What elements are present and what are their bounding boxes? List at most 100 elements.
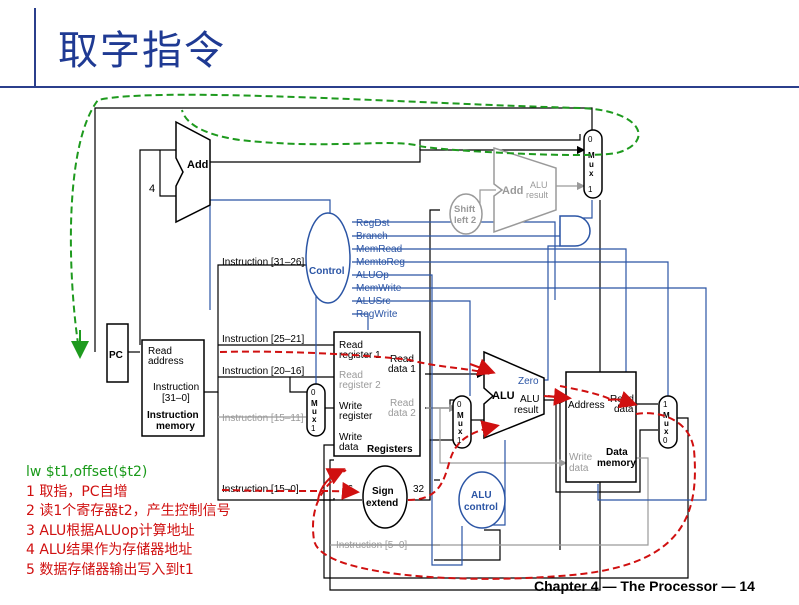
inactive-wires bbox=[218, 181, 649, 546]
data-memory: Address Read data Write data Data memory bbox=[565, 371, 637, 483]
alu-result-2: result bbox=[514, 405, 539, 416]
step-5: 5 数据存储器输出写入到t1 bbox=[26, 561, 194, 578]
mux-reg-x: x bbox=[312, 415, 317, 424]
sign-extend-2: extend bbox=[366, 498, 398, 509]
mux-alu-1: 1 bbox=[457, 436, 462, 445]
and-gate bbox=[559, 215, 591, 247]
sig-alusrc: ALUSrc bbox=[356, 296, 390, 307]
field-25-21: Instruction [25–21] bbox=[222, 334, 304, 345]
mux-top-u: u bbox=[589, 160, 594, 169]
reg-read-reg1-2: register 1 bbox=[339, 350, 381, 361]
dm-write-data-2: data bbox=[569, 463, 589, 474]
constant-four: 4 bbox=[149, 183, 155, 195]
mux-top-0: 0 bbox=[588, 135, 593, 144]
mux-reg-m: M bbox=[311, 399, 318, 408]
step-3: 3 ALU根据ALUop计算地址 bbox=[26, 522, 195, 539]
adder-top: Add 4 bbox=[149, 120, 211, 224]
shift-label-1: Shift bbox=[454, 204, 476, 215]
bits-out: 32 bbox=[413, 484, 425, 495]
dm-address: Address bbox=[568, 400, 605, 411]
sig-memwrite: MemWrite bbox=[356, 283, 402, 294]
shift-label-2: left 2 bbox=[454, 215, 476, 226]
im-instruction-1: Instruction bbox=[153, 382, 199, 393]
alu-control: ALU control bbox=[458, 471, 506, 529]
title-underline bbox=[0, 86, 799, 88]
branch-adder: Add ALU result bbox=[493, 146, 557, 234]
control-unit: Control RegDst Branch MemRead MemtoReg A… bbox=[305, 212, 405, 320]
mux-mem-x: x bbox=[664, 427, 669, 436]
alu: ALU Zero ALU result bbox=[483, 350, 545, 440]
im-read-address-1: Read bbox=[148, 346, 172, 357]
reg-write-data-1: Write bbox=[339, 432, 363, 443]
mux-alu-x: x bbox=[458, 427, 463, 436]
reg-write-data-2: data bbox=[339, 442, 359, 453]
mux-reg-0: 0 bbox=[311, 388, 316, 397]
reg-read-data2-1: Read bbox=[390, 398, 414, 409]
exec-path-arrow-sign bbox=[221, 481, 360, 500]
branch-adder-alu: ALU bbox=[530, 180, 548, 190]
reg-write-reg-1: Write bbox=[339, 401, 363, 412]
instruction-memory: Read address Instruction [31–0] Instruct… bbox=[141, 339, 205, 437]
sign-extend-1: Sign bbox=[372, 486, 394, 497]
mux-top-1: 1 bbox=[588, 185, 593, 194]
mux-mem-m: M bbox=[663, 411, 670, 420]
mux-reg-dst: 0 M u x 1 bbox=[306, 383, 326, 437]
step-1: 1 取指，PC自增 bbox=[26, 483, 128, 500]
exec-path-mem-out bbox=[607, 391, 638, 409]
reg-name: Registers bbox=[367, 444, 413, 455]
branch-adder-label: Add bbox=[502, 185, 523, 197]
im-name-2: memory bbox=[156, 421, 195, 432]
sig-regdst: RegDst bbox=[356, 218, 390, 229]
mux-alu-m: M bbox=[457, 411, 464, 420]
mux-pc-source: 0 M u x 1 bbox=[583, 129, 603, 199]
sig-regwrite: RegWrite bbox=[356, 309, 398, 320]
mux-top-m: M bbox=[588, 151, 595, 160]
mux-top-x: x bbox=[589, 169, 594, 178]
reg-read-reg1-1: Read bbox=[339, 340, 363, 351]
mux-alu-src: 0 M u x 1 bbox=[452, 395, 472, 449]
sig-memtoreg: MemtoReg bbox=[356, 257, 405, 268]
mux-reg-1: 1 bbox=[311, 424, 316, 433]
reg-read-data1-2: data 1 bbox=[388, 364, 416, 375]
mux-mem-u: u bbox=[664, 419, 669, 428]
title-accent-bar bbox=[34, 8, 36, 88]
reg-read-data2-2: data 2 bbox=[388, 408, 416, 419]
dm-name-1: Data bbox=[606, 447, 628, 458]
field-15-0: Instruction [15–0] bbox=[222, 484, 299, 495]
slide-footer: Chapter 4 — The Processor — 14 bbox=[534, 578, 755, 594]
dm-name-2: memory bbox=[597, 458, 636, 469]
register-file: Read register 1 Read register 2 Write re… bbox=[333, 331, 421, 457]
sig-branch: Branch bbox=[356, 231, 388, 242]
sig-aluop: ALUOp bbox=[356, 270, 389, 281]
alu-control-1: ALU bbox=[471, 490, 492, 501]
branch-adder-result: result bbox=[526, 190, 549, 200]
mux-alu-u: u bbox=[458, 419, 463, 428]
exec-path-highlight bbox=[219, 350, 696, 580]
bits-in: 16 bbox=[342, 484, 354, 495]
field-15-11: Instruction [15–11] bbox=[222, 413, 304, 424]
field-20-16: Instruction [20–16] bbox=[222, 366, 304, 377]
adder-top-label: Add bbox=[187, 159, 208, 171]
shift-left-2: Shift left 2 bbox=[449, 193, 483, 235]
mux-reg-u: u bbox=[312, 407, 317, 416]
step-4: 4 ALU结果作为存储器地址 bbox=[26, 542, 193, 558]
slide-title: 取字指令 bbox=[58, 28, 226, 74]
mux-mem-to-reg: 1 M u x 0 bbox=[658, 395, 678, 449]
sign-extend: Sign extend 16 32 bbox=[342, 465, 425, 529]
alu-label: ALU bbox=[492, 390, 515, 402]
im-read-address-2: address bbox=[148, 356, 184, 367]
alu-result-1: ALU bbox=[520, 394, 539, 405]
dm-write-data-1: Write bbox=[569, 452, 593, 463]
sig-memread: MemRead bbox=[356, 244, 402, 255]
im-instruction-2: [31–0] bbox=[162, 393, 190, 404]
instruction-fields: Instruction [31–26] Instruction [25–21] … bbox=[222, 257, 407, 551]
step-instruction: lw $t1,offset($t2) bbox=[26, 464, 148, 480]
alu-control-2: control bbox=[464, 502, 498, 513]
step-list: lw $t1,offset($t2) 1 取指，PC自增 2 读1个寄存器t2，… bbox=[26, 463, 231, 580]
reg-read-reg2-1: Read bbox=[339, 370, 363, 381]
step-2: 2 读1个寄存器t2，产生控制信号 bbox=[26, 503, 231, 519]
control-wires bbox=[209, 199, 707, 566]
exec-path-sign-to-alu bbox=[407, 420, 500, 501]
